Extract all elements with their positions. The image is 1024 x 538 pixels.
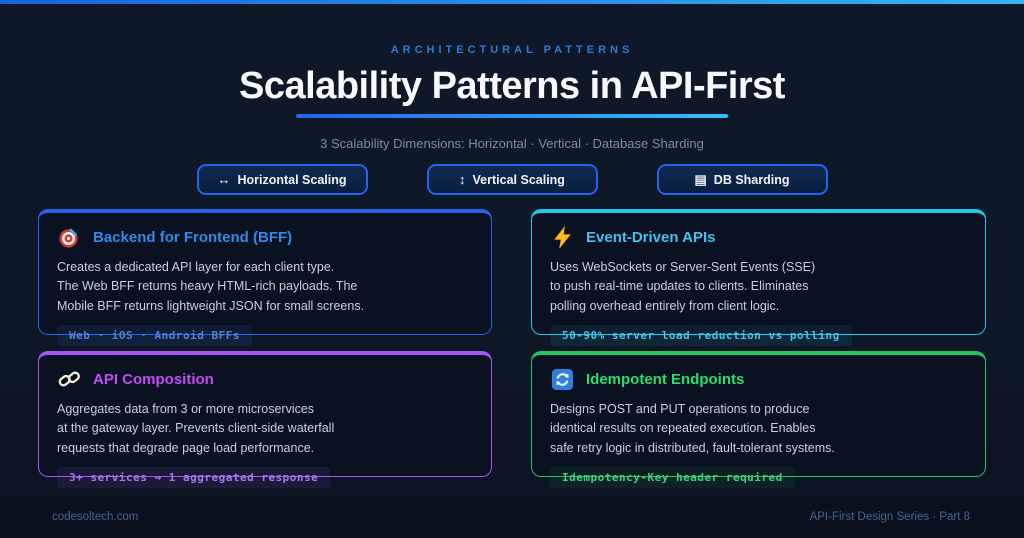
- target-dart-icon: [57, 225, 81, 249]
- title-underline: [296, 114, 728, 118]
- page-title: Scalability Patterns in API-First: [239, 65, 785, 107]
- description-line: requests that degrade page load performa…: [57, 440, 315, 455]
- description-line: safe retry logic in distributed, fault-t…: [550, 440, 835, 455]
- description-line: to push real-time updates to clients. El…: [550, 279, 809, 294]
- card-badge: 3+ services → 1 aggregated response: [57, 467, 331, 489]
- card-header: Backend for Frontend (BFF): [57, 225, 473, 249]
- card-header: Idempotent Endpoints: [550, 367, 967, 391]
- footer: codesoltech.com API-First Design Series …: [0, 495, 1024, 538]
- card-backend-for-frontend: Backend for Frontend (BFF) Creates a ded…: [38, 209, 492, 347]
- card-badge: Idempotency-Key header required: [550, 467, 795, 489]
- card-header: Event-Driven APIs: [550, 225, 967, 249]
- description-line: Designs POST and PUT operations to produ…: [550, 402, 810, 416]
- chain-link-icon: [57, 367, 81, 391]
- card-description: Designs POST and PUT operations to produ…: [550, 400, 967, 458]
- pattern-cards-grid: Backend for Frontend (BFF) Creates a ded…: [38, 209, 986, 489]
- db-sharding-button[interactable]: ▤ DB Sharding: [656, 164, 828, 195]
- vertical-scaling-button[interactable]: ↕ Vertical Scaling: [426, 164, 598, 195]
- eyebrow-label: ARCHITECTURAL PATTERNS: [390, 44, 634, 56]
- card-title: Event-Driven APIs: [586, 228, 716, 246]
- description-line: at the gateway layer. Prevents client-si…: [57, 421, 335, 436]
- subtitle: 3 Scalability Dimensions: Horizontal · V…: [320, 136, 704, 151]
- card-title: API Composition: [93, 370, 214, 388]
- button-label: Vertical Scaling: [472, 172, 565, 187]
- button-label: Horizontal Scaling: [237, 172, 347, 187]
- card-title: Backend for Frontend (BFF): [93, 228, 293, 246]
- description-line: identical results on repeated execution.…: [550, 421, 816, 436]
- vertical-arrows-icon: ↕: [459, 172, 466, 187]
- card-header: API Composition: [57, 367, 473, 391]
- lightning-icon: [550, 225, 574, 249]
- description-line: Mobile BFF returns lightweight JSON for …: [57, 298, 365, 313]
- horizontal-arrows-icon: ↔: [217, 172, 231, 187]
- description-line: The Web BFF returns heavy HTML-rich payl…: [57, 279, 358, 294]
- dimension-buttons-row: ↔ Horizontal Scaling ↕ Vertical Scaling …: [0, 164, 1024, 195]
- card-description: Creates a dedicated API layer for each c…: [57, 258, 473, 316]
- card-description: Uses WebSockets or Server-Sent Events (S…: [550, 258, 967, 316]
- header: ARCHITECTURAL PATTERNS Scalability Patte…: [0, 44, 1024, 151]
- description-line: Aggregates data from 3 or more microserv…: [57, 402, 315, 416]
- footer-series: API-First Design Series · Part 8: [809, 511, 970, 523]
- card-title: Idempotent Endpoints: [586, 370, 745, 388]
- top-accent-bar: [0, 0, 1024, 4]
- button-label: DB Sharding: [713, 172, 790, 187]
- horizontal-scaling-button[interactable]: ↔ Horizontal Scaling: [196, 164, 368, 195]
- description-line: Uses WebSockets or Server-Sent Events (S…: [550, 260, 816, 274]
- description-line: Creates a dedicated API layer for each c…: [57, 260, 335, 274]
- card-idempotent-endpoints: Idempotent Endpoints Designs POST and PU…: [531, 351, 986, 489]
- card-badge: Web · iOS · Android BFFs: [57, 325, 252, 347]
- refresh-arrows-icon: [550, 367, 574, 391]
- database-grid-icon: ▤: [694, 171, 707, 187]
- card-description: Aggregates data from 3 or more microserv…: [57, 400, 473, 458]
- footer-site: codesoltech.com: [52, 511, 139, 523]
- card-api-composition: API Composition Aggregates data from 3 o…: [38, 351, 492, 489]
- description-line: polling overhead entirely from client lo…: [550, 298, 780, 313]
- card-event-driven-apis: Event-Driven APIs Uses WebSockets or Ser…: [531, 209, 986, 347]
- card-badge: 50-90% server load reduction vs polling: [550, 325, 852, 347]
